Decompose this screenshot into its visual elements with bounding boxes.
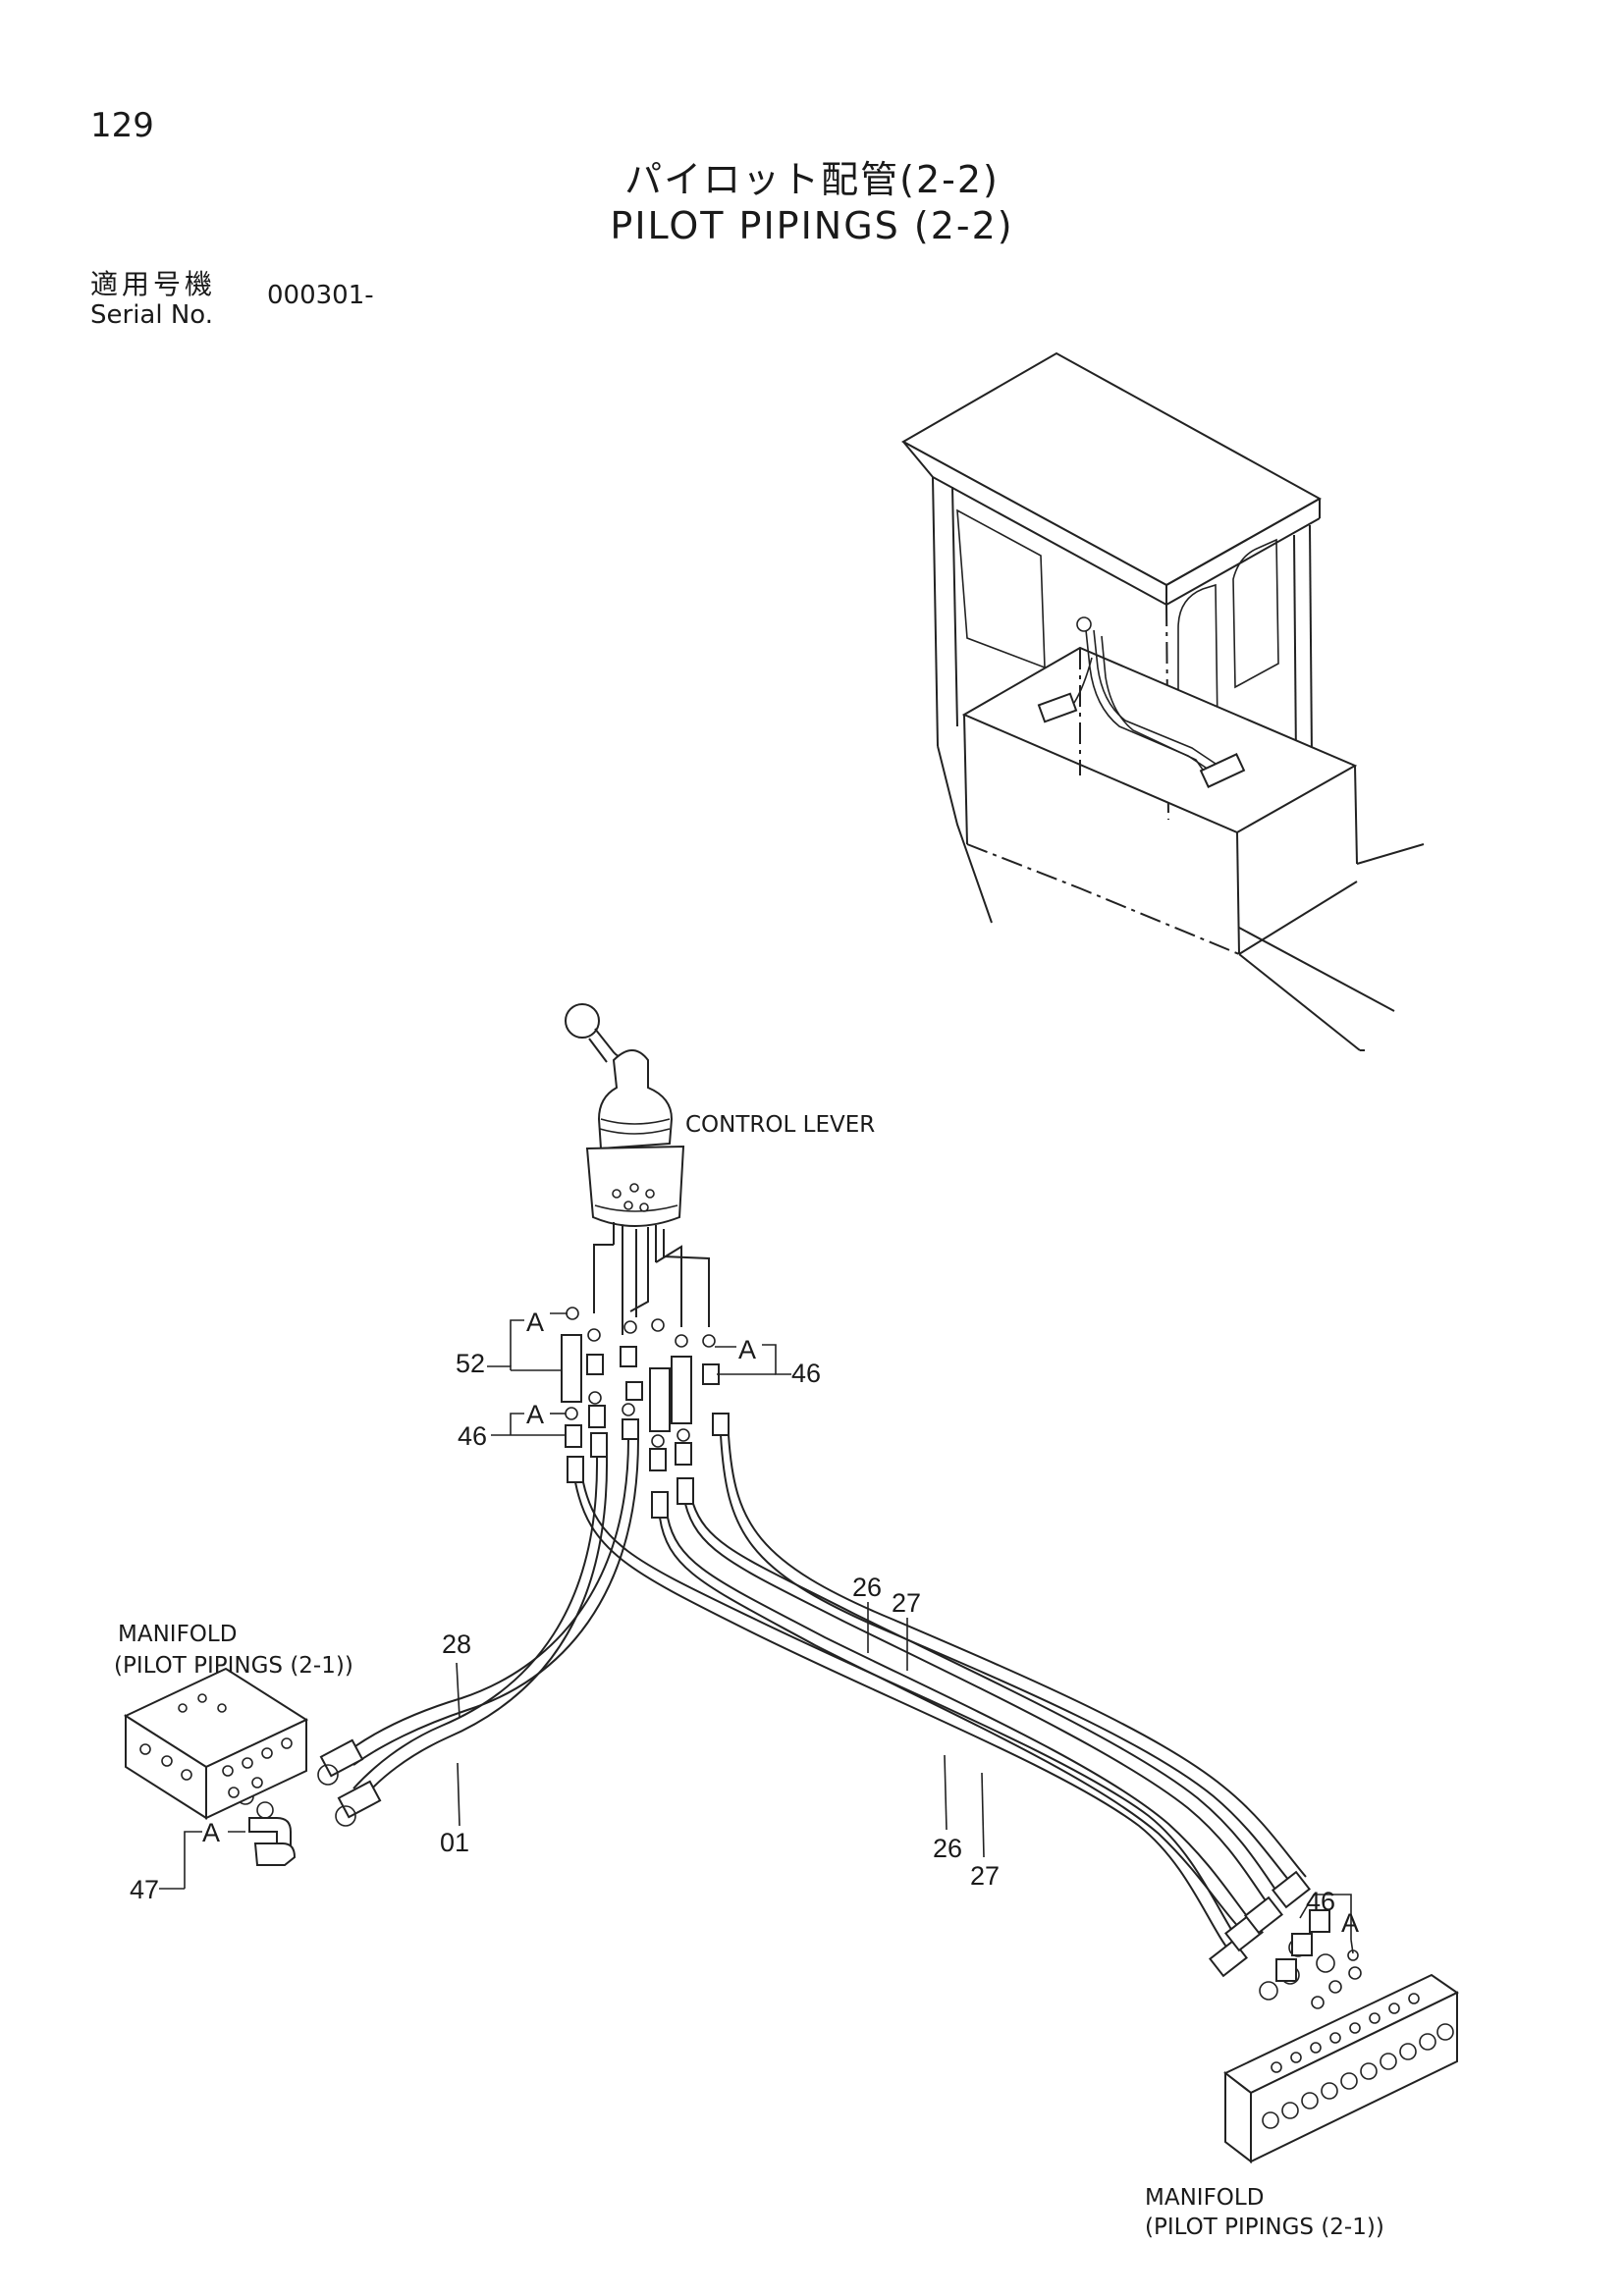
detail-a-marker-top: A [526, 1308, 544, 1337]
left-manifold-label: MANIFOLD [118, 1622, 237, 1647]
detail-a-marker-left: A [526, 1400, 544, 1429]
page-title-english: PILOT PIPINGS (2-2) [610, 204, 1014, 247]
callout-52: 52 [456, 1349, 485, 1378]
page-number: 129 [90, 106, 154, 145]
pilot-hose-bundle [345, 1434, 1307, 1954]
right-hose-end-fittings [1209, 1870, 1362, 2009]
callout-leaders [159, 1312, 1354, 1954]
callout-28: 28 [442, 1629, 471, 1659]
callout-26-upper: 26 [852, 1573, 882, 1602]
callout-46-top-right: 46 [791, 1359, 821, 1388]
detail-a-marker-left-manifold: A [202, 1818, 220, 1847]
left-manifold-reference: (PILOT PIPINGS (2-1)) [114, 1653, 353, 1679]
page-title-japanese: パイロット配管(2-2) [624, 158, 1000, 201]
serial-label-japanese: 適用号機 [90, 268, 217, 300]
callout-27-lower: 27 [970, 1861, 1000, 1891]
serial-number-value: 000301- [267, 281, 374, 310]
callout-47: 47 [130, 1875, 159, 1904]
left-manifold [123, 1667, 309, 1820]
callout-26-lower: 26 [933, 1834, 962, 1863]
callout-46-right-manifold: 46 [1306, 1887, 1335, 1916]
right-manifold [1223, 1973, 1459, 2164]
callout-46-left: 46 [458, 1421, 487, 1451]
control-lever [565, 1003, 710, 1335]
callout-01: 01 [440, 1828, 469, 1857]
left-hose-end-fittings [237, 1738, 382, 1866]
detail-a-marker-right: A [738, 1335, 756, 1364]
serial-label-english: Serial No. [90, 300, 213, 330]
lever-fittings-group [561, 1307, 730, 1519]
right-manifold-label: MANIFOLD [1145, 2185, 1264, 2211]
operator-cab-illustration [900, 351, 1425, 1051]
right-manifold-reference: (PILOT PIPINGS (2-1)) [1145, 2215, 1384, 2240]
control-lever-label: CONTROL LEVER [685, 1112, 875, 1138]
callout-27-upper: 27 [892, 1588, 921, 1618]
detail-a-marker-right-manifold: A [1341, 1908, 1359, 1938]
